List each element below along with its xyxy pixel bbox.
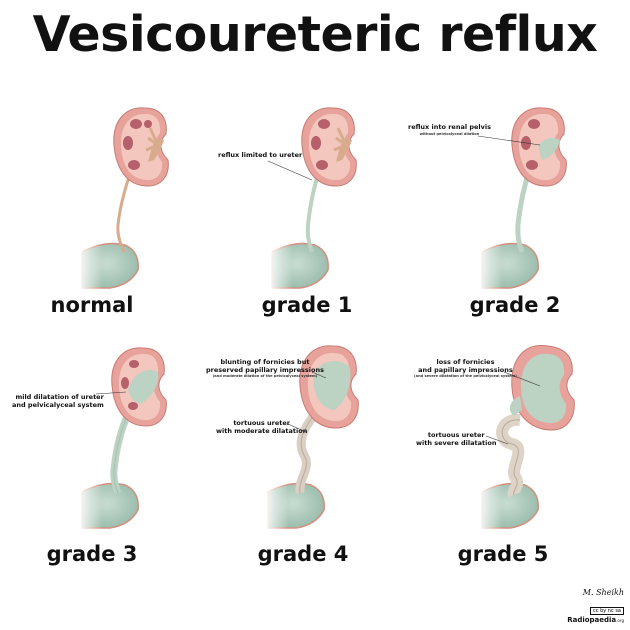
leader-grade2 <box>477 135 541 146</box>
credit-block: M. Sheikh cc by nc sa Radiopaedia.org <box>567 588 624 624</box>
kidney-grade4 <box>299 345 359 429</box>
bladder-grade3 <box>78 480 148 532</box>
leader-grade1 <box>267 160 313 181</box>
annotation-grade5a: loss of fornicies and papillary impressi… <box>414 357 517 379</box>
bladder-grade1 <box>268 240 338 292</box>
ureter-normal <box>116 161 136 253</box>
annotation-grade5b: tortuous ureter with severe dilatation <box>416 430 497 447</box>
label-grade4: grade 4 <box>257 542 349 566</box>
label-grade5: grade 5 <box>457 542 549 566</box>
panel-normal <box>78 107 169 292</box>
annotation-grade4b: tortuous ureter with moderate dilatation <box>216 418 308 435</box>
kidney-grade2 <box>511 107 567 187</box>
panel-grade2 <box>477 107 567 292</box>
kidney-grade1 <box>301 107 357 187</box>
panel-grade3 <box>78 347 167 532</box>
label-grade3: grade 3 <box>46 542 138 566</box>
leader-grade3 <box>95 391 127 395</box>
license-badge: cc by nc sa <box>590 607 624 615</box>
kidney-normal <box>113 107 169 187</box>
label-grade1: grade 1 <box>261 293 353 317</box>
bladder-grade4 <box>264 480 334 532</box>
diagram-title: Vesicoureteric reflux <box>32 6 598 63</box>
panel-grade4 <box>264 345 359 532</box>
label-grade2: grade 2 <box>469 293 561 317</box>
bladder-grade2 <box>478 240 548 292</box>
bladder-normal <box>78 240 148 292</box>
annotation-grade2: reflux into renal pelvis without pelvica… <box>408 123 491 136</box>
annotation-grade1: reflux limited to ureter <box>218 151 303 159</box>
leader-grade5a <box>503 371 541 387</box>
site-credit: Radiopaedia.org <box>567 616 624 624</box>
ureter-grade1 <box>305 161 324 253</box>
panel-grade5 <box>478 345 575 532</box>
leader-grade4a <box>311 371 327 379</box>
kidney-grade5 <box>509 345 575 431</box>
leader-grade5b <box>485 435 509 445</box>
panel-grade1 <box>267 107 357 292</box>
label-normal: normal <box>50 293 134 317</box>
kidney-grade3 <box>111 347 167 427</box>
ureter-grade2 <box>515 161 535 253</box>
annotation-grade3: mild dilatation of ureter and pelvicalyc… <box>12 392 104 409</box>
artist-signature: M. Sheikh <box>582 588 624 597</box>
annotation-grade4a: blunting of fornicies but preserved papi… <box>206 357 324 379</box>
leader-grade4b <box>287 423 307 433</box>
